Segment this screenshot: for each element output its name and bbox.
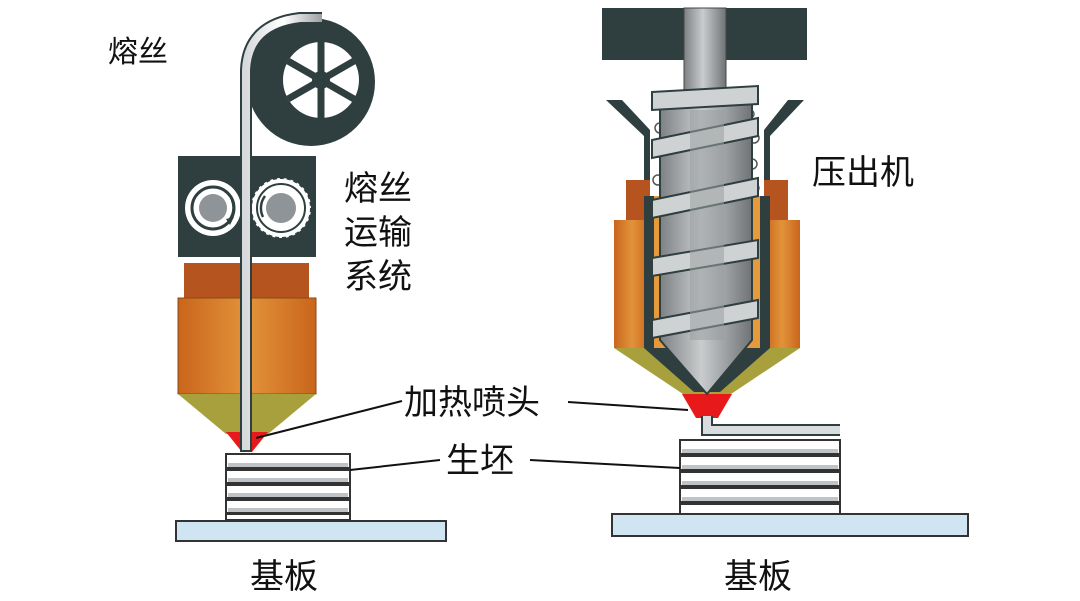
substrate-right [611, 513, 969, 537]
label-feed-system-3: 系统 [344, 257, 412, 297]
auger-screw-icon [651, 84, 759, 396]
label-feed-system-2: 运输 [344, 213, 412, 253]
spool-wheel-icon [247, 18, 375, 146]
leader-lines [255, 400, 689, 471]
label-substrate-left: 基板 [250, 557, 318, 597]
label-green-body: 生坯 [446, 441, 514, 481]
drive-gear-icon [250, 177, 312, 239]
idler-roller-icon [185, 180, 241, 236]
label-filament: 熔丝 [108, 35, 168, 70]
label-substrate-right: 基板 [724, 557, 792, 597]
screw-extruder [602, 7, 969, 537]
hopper [606, 100, 804, 202]
label-nozzle: 加热喷头 [404, 383, 540, 423]
substrate-left [175, 520, 447, 542]
extruder-nozzle-tip [682, 394, 732, 418]
label-feed-system-1: 熔丝 [344, 169, 412, 209]
label-extruder: 压出机 [812, 153, 914, 193]
fdm-printer [175, 12, 447, 542]
